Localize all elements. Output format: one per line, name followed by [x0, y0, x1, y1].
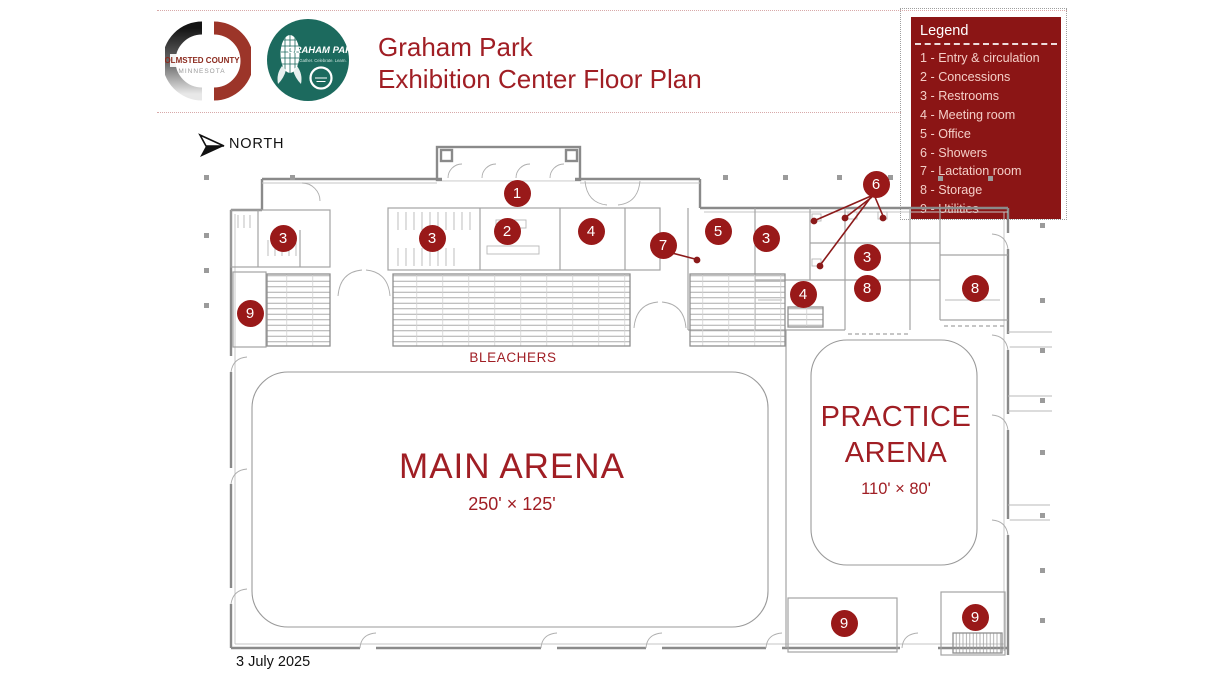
olmsted-logo-line2: MINNESOTA	[178, 68, 225, 75]
main-arena-label: MAIN ARENA 250' × 125'	[332, 447, 692, 515]
north-label: NORTH	[229, 136, 285, 152]
graham-logo-name: GRAHAM PARK	[287, 45, 350, 56]
bleachers-label: BLEACHERS	[469, 350, 557, 365]
room-badge-9: 9	[961, 603, 989, 631]
main-arena-dimensions: 250' × 125'	[468, 494, 556, 514]
page-title-line1: Graham Park	[378, 32, 533, 62]
room-badge-4: 4	[789, 280, 817, 308]
room-badge-3: 3	[853, 243, 881, 271]
door-arcs	[230, 163, 1009, 649]
room-badge-1: 1	[503, 179, 531, 207]
olmsted-county-logo: OLMSTED COUNTY MINNESOTA	[165, 21, 251, 101]
graham-park-logo: GRAHAM PARK Gather. Celebrate. Learn.	[267, 19, 350, 101]
legend-item: 5 - Office	[920, 126, 971, 141]
header-top-rule	[157, 10, 1067, 11]
practice-arena-dimensions: 110' × 80'	[861, 480, 931, 498]
room-badge-8: 8	[853, 274, 881, 302]
room-badge-3: 3	[752, 224, 780, 252]
room-badge-3: 3	[418, 224, 446, 252]
legend-item: 8 - Storage	[920, 183, 983, 198]
legend-box: Legend 1 - Entry & circulation 2 - Conces…	[911, 17, 1061, 219]
north-arrow-icon	[198, 133, 225, 157]
header-bottom-rule	[157, 112, 901, 113]
door-openings	[229, 177, 1010, 650]
room-badge-8: 8	[961, 274, 989, 302]
date-label: 3 July 2025	[236, 654, 311, 670]
legend-panel: Legend 1 - Entry & circulation 2 - Conces…	[900, 8, 1067, 220]
legend-item: 7 - Lactation room	[920, 164, 1022, 179]
leader-lines	[671, 195, 887, 270]
graham-logo-tagline: Gather. Celebrate. Learn.	[299, 58, 346, 63]
bleachers	[266, 273, 1003, 654]
room-badge-6: 6	[862, 170, 890, 198]
room-badge-2: 2	[493, 217, 521, 245]
legend-separator	[915, 43, 1057, 45]
room-badge-9: 9	[236, 299, 264, 327]
main-arena-name: MAIN ARENA	[399, 447, 625, 486]
room-badge-4: 4	[577, 217, 605, 245]
legend-item: 9 - Utilities	[920, 202, 979, 217]
olmsted-logo-line1: OLMSTED COUNTY	[165, 56, 240, 65]
practice-arena-name: PRACTICE ARENA	[820, 401, 972, 469]
olmsted-text-band	[170, 54, 234, 67]
legend-item: 3 - Restrooms	[920, 88, 1000, 103]
room-badge-7: 7	[649, 231, 677, 259]
legend-item: 2 - Concessions	[920, 69, 1011, 84]
arena-outlines	[251, 339, 978, 628]
legend-item: 4 - Meeting room	[920, 107, 1016, 122]
room-badge-9: 9	[830, 609, 858, 637]
page-title-line2: Exhibition Center Floor Plan	[378, 64, 702, 94]
practice-arena-label: PRACTICE ARENA 110' × 80'	[795, 399, 997, 499]
page-title: Graham Park Exhibition Center Floor Plan	[378, 31, 702, 95]
interior-partitions	[230, 207, 1008, 656]
column-markers	[204, 175, 1045, 623]
graham-emblem-icon	[309, 66, 333, 90]
room-badge-5: 5	[704, 217, 732, 245]
room-badge-3: 3	[269, 224, 297, 252]
legend-title: Legend	[920, 23, 969, 39]
legend-item: 1 - Entry & circulation	[920, 51, 1040, 65]
corn-cob-icon	[277, 35, 302, 84]
legend-list: 1 - Entry & circulation 2 - Concessions 3 …	[920, 49, 1053, 219]
legend-item: 6 - Showers	[920, 145, 988, 160]
